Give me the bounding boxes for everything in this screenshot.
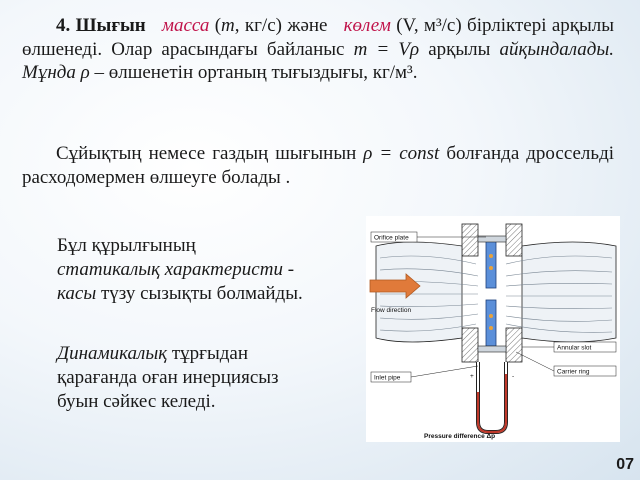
p4-line2: қарағанда оған инерциясыз: [57, 367, 279, 388]
dot: [489, 266, 493, 270]
volume-units: (V, м³/с) бірліктері арқылы өлшенеді. Ол…: [22, 15, 615, 60]
symbol-m: m: [221, 15, 235, 36]
label-orifice-plate: Orifice plate: [374, 235, 409, 242]
formula: m = Vρ: [353, 38, 420, 60]
p3-line3b: түзу сызықты болмайды.: [100, 283, 303, 304]
word-arqyly: арқылы: [428, 38, 491, 60]
p3-line1: Бұл құрылғының: [57, 235, 196, 256]
dot: [489, 326, 493, 330]
flow-direction-arrow: [369, 273, 421, 299]
mercury-column: [476, 374, 508, 434]
p3-line3a: касы: [57, 283, 97, 304]
p4-line3: буын сәйкес келеді.: [57, 391, 216, 412]
u-tube-outer: [476, 362, 508, 434]
paren: (: [214, 15, 222, 36]
p2-start: Сұйықтың немесе газдың шығынын: [56, 143, 357, 164]
p3-line2: статикалық характеристи -: [57, 259, 295, 280]
orifice-meter-diagram: Orifice plate Flow direction Annular slo…: [366, 216, 620, 442]
label-carrier-ring: Carrier ring: [557, 369, 590, 376]
label-pressure-difference: Pressure difference Δp: [424, 433, 495, 440]
flange-left-bottom: [461, 327, 479, 363]
flange-left-top: [461, 223, 479, 257]
label-plus: +: [470, 373, 474, 380]
flange-right-top: [505, 223, 523, 257]
term-volume: көлем: [343, 15, 391, 36]
u-tube-inner: [477, 362, 507, 433]
dot: [489, 314, 493, 318]
density-description: өлшенетін ортаның тығыздығы, кг/м³.: [108, 62, 418, 83]
term-mass: масса: [161, 15, 210, 36]
pipe-right: [521, 241, 617, 343]
condition-const: ρ = const: [363, 143, 440, 164]
diagram-svg: Orifice plate Flow direction Annular slo…: [369, 223, 617, 440]
paragraph-flow-definition: 4. Шығын масса (m, кг/с) және көлем (V, …: [22, 14, 614, 85]
page-number: 07: [616, 456, 634, 473]
p2-end: болғанда дроссельді расходомермен өлшеуг…: [22, 143, 615, 188]
paragraph-throttle-meter: Сұйықтың немесе газдың шығынын ρ = const…: [22, 142, 614, 189]
leader-carrier: [515, 351, 555, 372]
phrase-defined: айқындалады. Мұнда ρ –: [22, 38, 615, 84]
pipe-left: [375, 241, 463, 343]
flow-lines: [379, 255, 613, 333]
flange-right-bottom: [505, 327, 523, 363]
label-inlet-pipe: Inlet pipe: [374, 375, 401, 382]
p4-line1a: Динамикалық: [57, 343, 168, 364]
label-flow-direction: Flow direction: [371, 307, 411, 314]
leader-inlet: [410, 365, 479, 378]
orifice-plate-lower: [485, 299, 497, 347]
item-number: 4. Шығын: [56, 15, 146, 36]
orifice-plate-upper: [485, 239, 497, 289]
dot: [489, 254, 493, 258]
label-minus: -: [512, 373, 514, 380]
carrier-ring-top: [477, 235, 507, 243]
mass-units: , кг/с) және: [234, 15, 328, 36]
paragraph-dynamic: Динамикалық тұрғыдан қарағанда оған инерц…: [57, 342, 357, 414]
p4-line1b: тұрғыдан: [171, 343, 248, 364]
carrier-ring-bottom: [477, 345, 507, 353]
paragraph-static-characteristic: Бұл құрылғының статикалық характеристи - к…: [57, 234, 357, 306]
label-annular-slot: Annular slot: [557, 345, 592, 352]
